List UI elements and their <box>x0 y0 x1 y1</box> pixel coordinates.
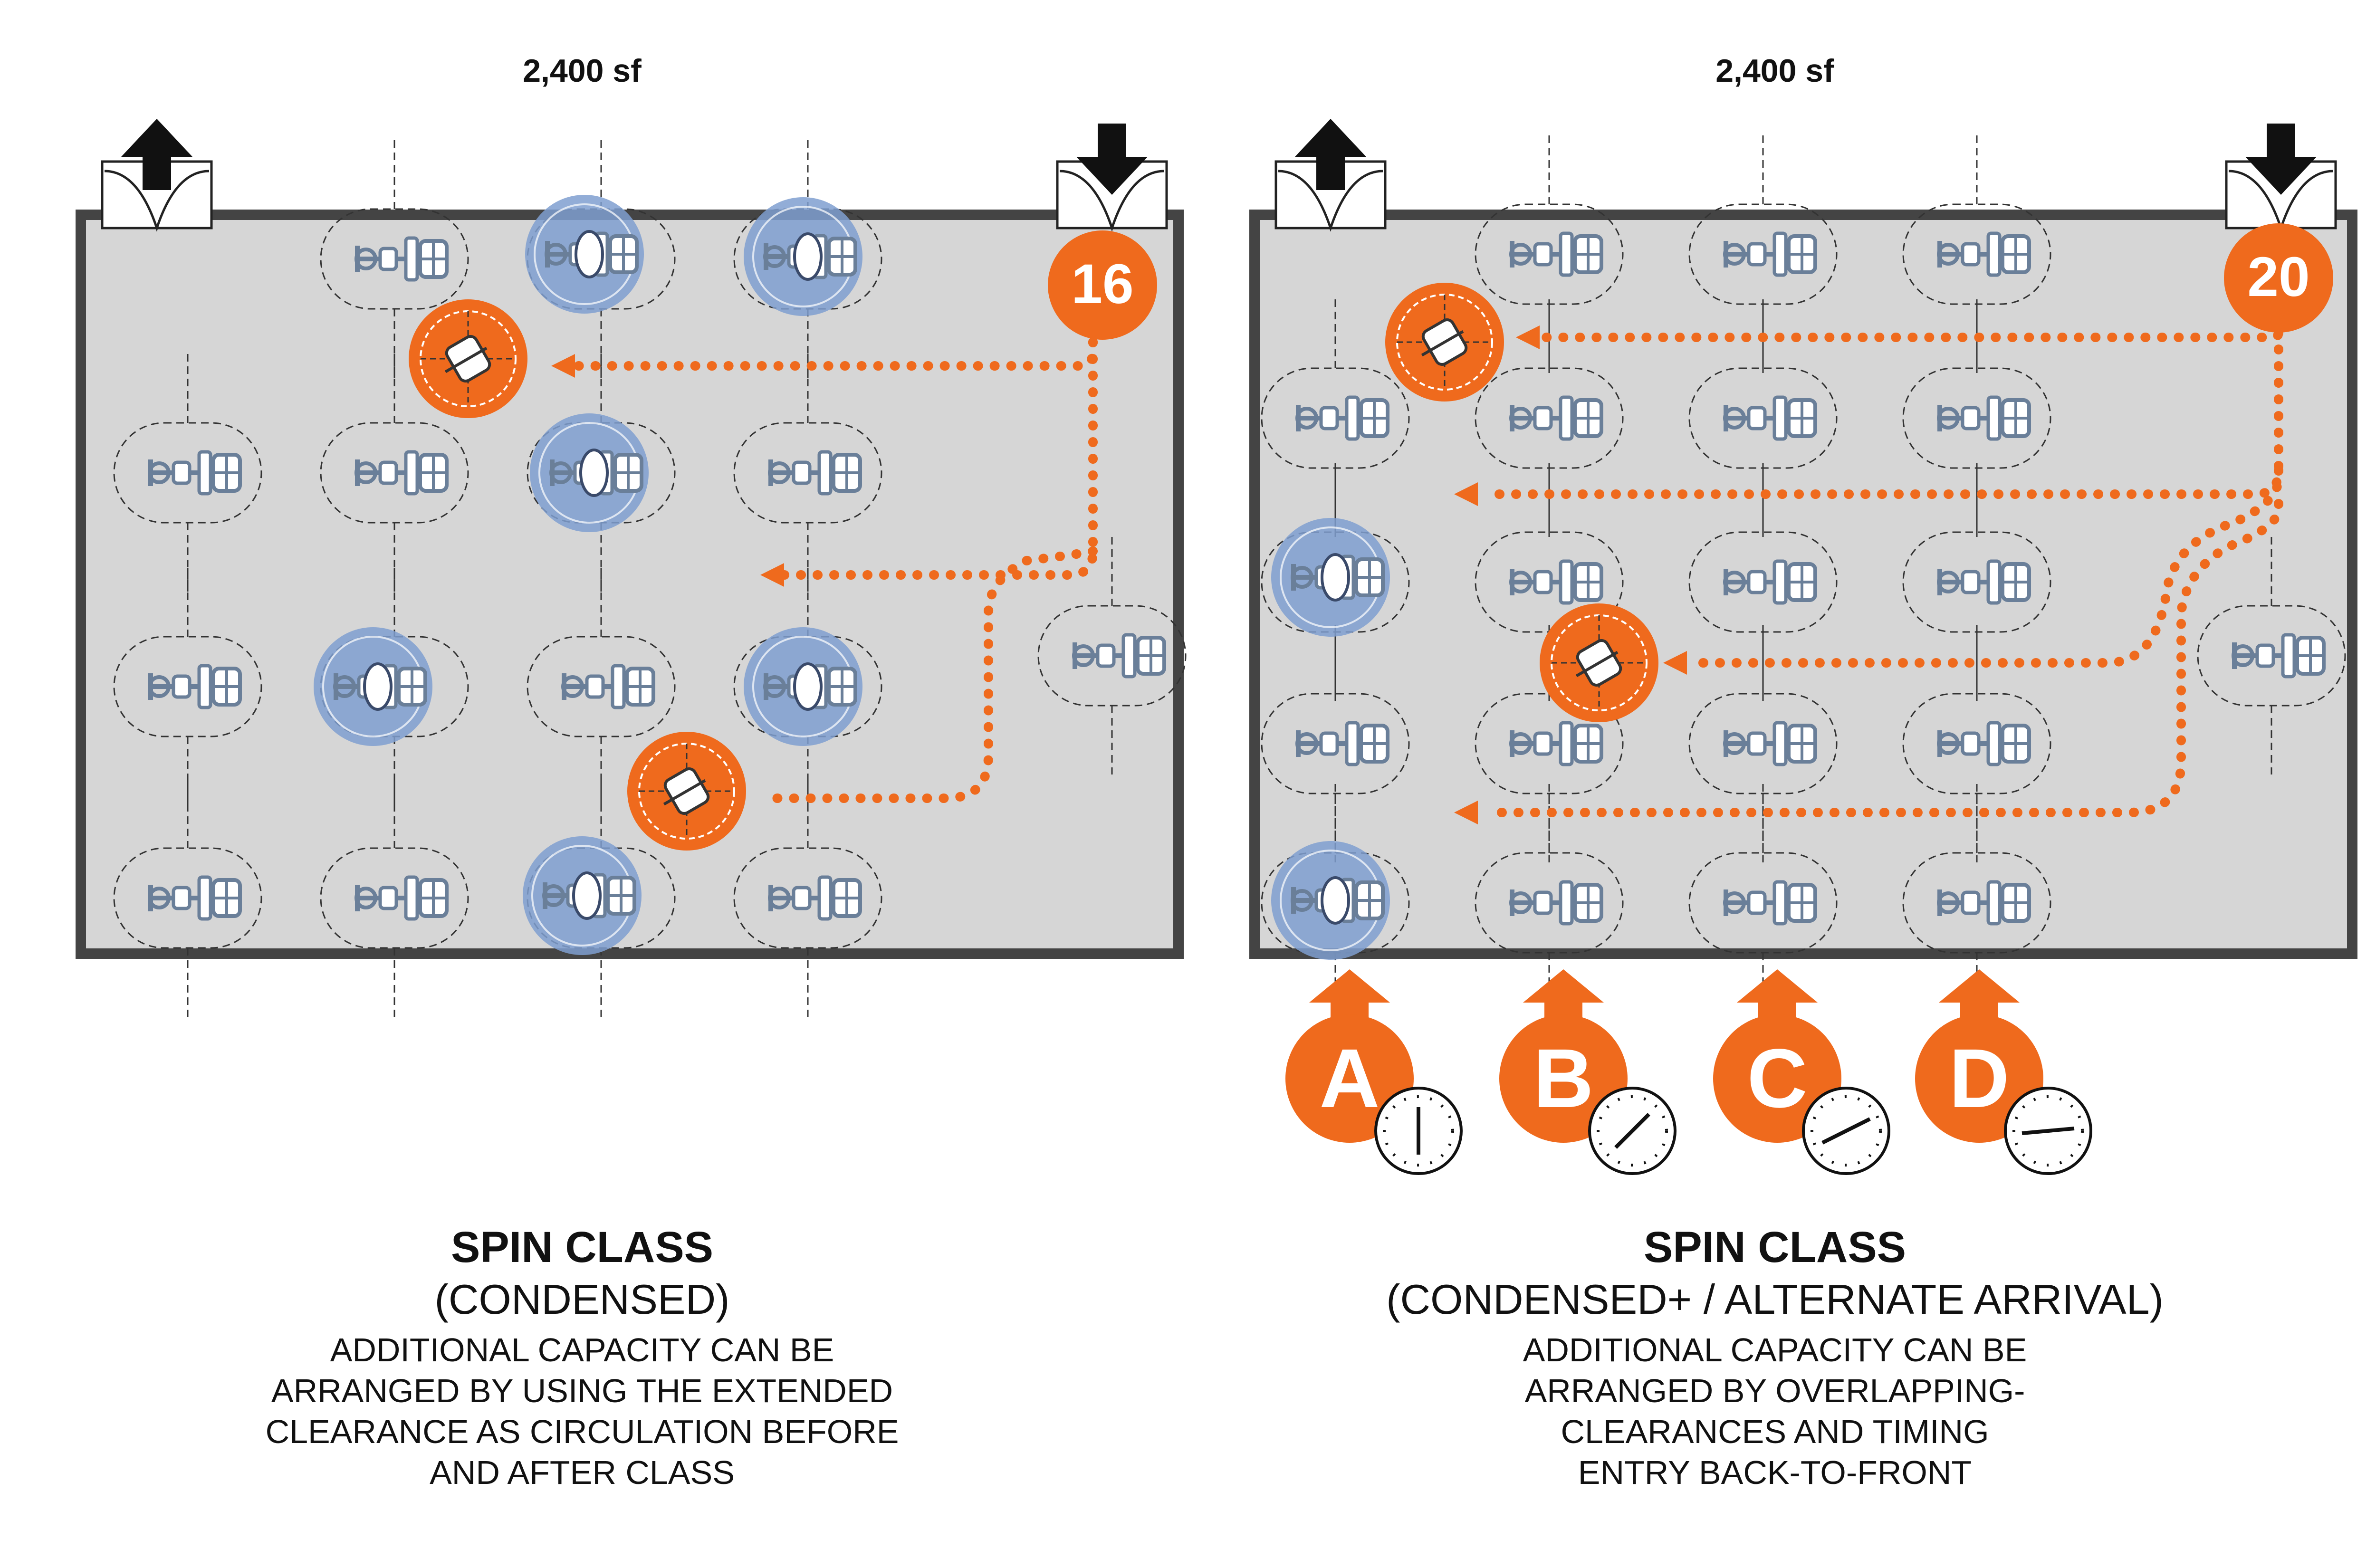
arriving-rider <box>627 732 746 851</box>
arrival-group-a: A <box>1285 969 1461 1174</box>
arriving-rider <box>1540 603 1658 722</box>
svg-text:16: 16 <box>1071 253 1133 316</box>
description-line: ADDITIONAL CAPACITY CAN BE <box>1523 1331 2027 1368</box>
description-line: ENTRY BACK-TO-FRONT <box>1578 1454 1972 1491</box>
svg-text:D: D <box>1949 1032 2009 1125</box>
entry-arrow-icon <box>2226 124 2336 228</box>
left-caption-description: ADDITIONAL CAPACITY CAN BE ARRANGED BY U… <box>178 1329 986 1493</box>
exit-arrow-icon <box>1276 119 1385 228</box>
description-line: AND AFTER CLASS <box>430 1454 735 1491</box>
description-line: CLEARANCE AS CIRCULATION BEFORE <box>265 1413 899 1450</box>
right-caption-subtitle: (CONDENSED+ / ALTERNATE ARRIVAL) <box>1386 1276 2164 1323</box>
svg-text:B: B <box>1533 1032 1593 1125</box>
svg-text:20: 20 <box>2247 246 2309 308</box>
right-caption: SPIN CLASS (CONDENSED+ / ALTERNATE ARRIV… <box>1371 1221 2179 1493</box>
description-line: ARRANGED BY OVERLAPPING- <box>1524 1372 2025 1409</box>
entry-arrow-icon <box>1057 124 1167 228</box>
svg-text:C: C <box>1747 1032 1807 1125</box>
description-line: ARRANGED BY USING THE EXTENDED <box>271 1372 893 1409</box>
description-line: CLEARANCES AND TIMING <box>1561 1413 1989 1450</box>
left-caption-title: SPIN CLASS <box>450 1223 714 1272</box>
circulation-path <box>1483 314 2283 817</box>
svg-text:A: A <box>1319 1032 1380 1125</box>
right-area-label: 2,400 sf <box>1715 53 1834 89</box>
left-floor-plan: 16 <box>76 119 1187 1018</box>
arriving-rider <box>409 299 527 418</box>
left-area-label: 2,400 sf <box>523 53 642 89</box>
arrival-group-d: D <box>1915 969 2091 1174</box>
right-caption-description: ADDITIONAL CAPACITY CAN BE ARRANGED BY O… <box>1371 1329 2179 1493</box>
exit-arrow-icon <box>102 119 211 228</box>
capacity-badge: 16 <box>1048 230 1157 340</box>
right-caption-title: SPIN CLASS <box>1643 1223 1907 1272</box>
capacity-badge: 20 <box>2224 223 2333 333</box>
arrival-group-b: B <box>1499 969 1675 1174</box>
circulation-path <box>565 337 1098 803</box>
right-floor-plan: 20 A B C D <box>1249 119 2357 1174</box>
left-caption-subtitle: (CONDENSED) <box>434 1276 730 1323</box>
arrival-group-c: C <box>1713 969 1889 1174</box>
arriving-rider <box>1385 283 1504 402</box>
description-line: ADDITIONAL CAPACITY CAN BE <box>330 1331 834 1368</box>
left-caption: SPIN CLASS (CONDENSED) ADDITIONAL CAPACI… <box>178 1221 986 1493</box>
